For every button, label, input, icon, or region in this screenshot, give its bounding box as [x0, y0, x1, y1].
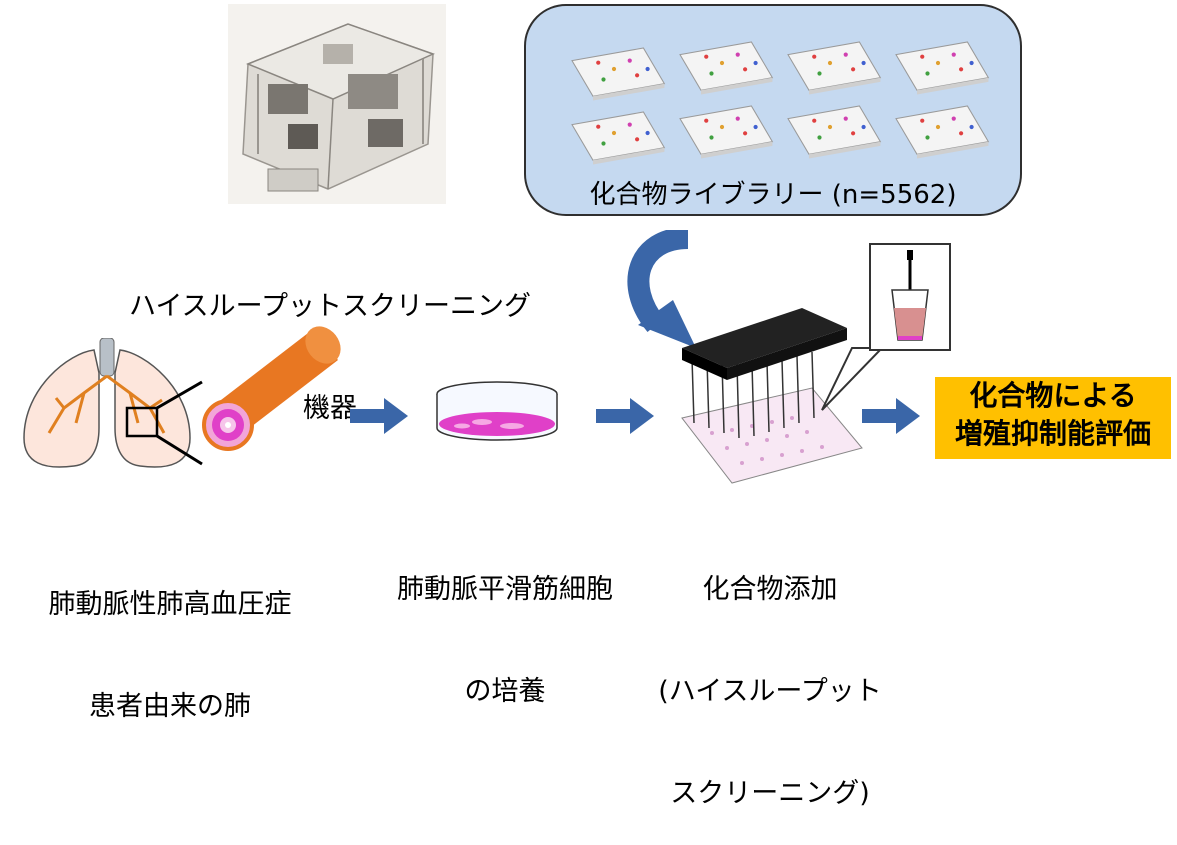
well-callout — [821, 243, 951, 411]
addition-label-line3: スクリーニング) — [670, 778, 870, 809]
culture-label-line1: 肺動脈平滑筋細胞 — [397, 574, 613, 605]
arrow-3 — [862, 398, 920, 434]
dispenser-illustration — [681, 308, 863, 484]
arrow-2 — [596, 398, 654, 434]
addition-label-line2: (ハイスループット — [658, 676, 882, 707]
culture-label-line2: の培養 — [464, 676, 546, 707]
arrow-1 — [350, 398, 408, 434]
result-box: 化合物による 増殖抑制能評価 — [935, 377, 1171, 459]
hts-instrument-label: ハイスループットスクリーニング 機器 — [120, 222, 540, 460]
curved-arrow — [627, 230, 696, 348]
culture-label: 肺動脈平滑筋細胞 の培養 — [370, 505, 640, 743]
hts-instrument-label-line2: 機器 — [303, 393, 357, 424]
addition-label: 化合物添加 (ハイスループット スクリーニング) — [640, 505, 900, 845]
addition-label-line1: 化合物添加 — [702, 574, 838, 605]
hts-instrument-label-line1: ハイスループットスクリーニング — [128, 291, 532, 322]
hts-instrument-image — [228, 4, 446, 204]
result-label-line1: 化合物による — [969, 379, 1137, 412]
lung-label-line2: 患者由来の肺 — [89, 691, 251, 722]
well-plates — [571, 41, 989, 166]
result-label-line2: 増殖抑制能評価 — [954, 417, 1151, 450]
vessel-illustration — [202, 326, 341, 451]
lung-label-line1: 肺動脈性肺高血圧症 — [48, 589, 292, 620]
culture-dish-illustration — [436, 381, 558, 441]
lung-illustration — [23, 338, 203, 468]
compound-library-label: 化合物ライブラリー (n=5562) — [589, 180, 957, 210]
compound-library-panel: 化合物ライブラリー (n=5562) — [524, 4, 1022, 216]
lung-label: 肺動脈性肺高血圧症 患者由来の肺 — [30, 520, 310, 758]
